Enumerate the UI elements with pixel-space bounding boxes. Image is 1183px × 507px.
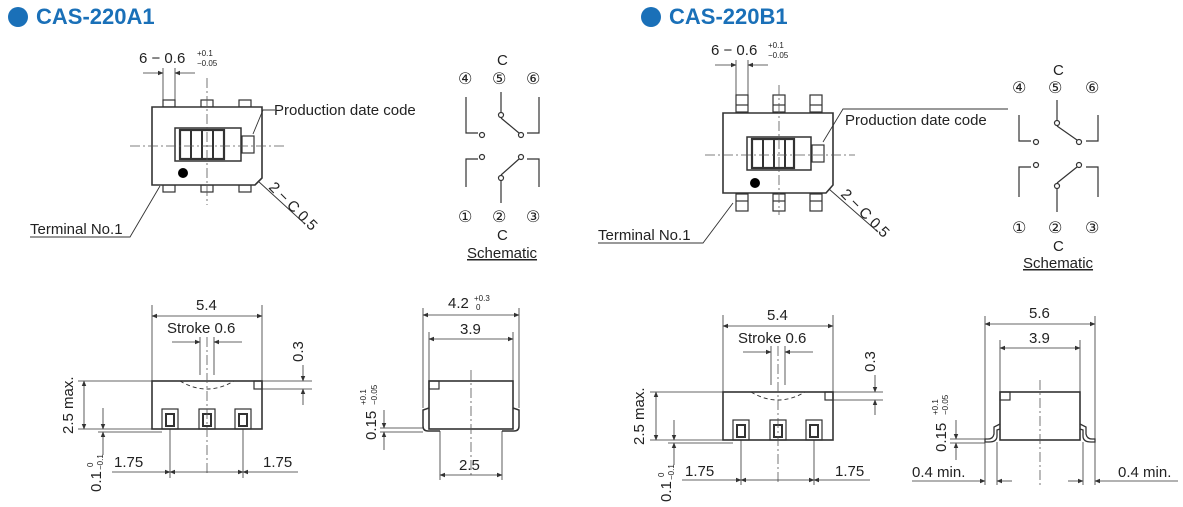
a1-pitch-sup: +0.1 (197, 49, 213, 58)
b1-pin-1: ① (1012, 220, 1026, 237)
a1-front-view (78, 305, 312, 478)
a1-stroke-dim: Stroke 0.6 (167, 320, 235, 337)
b1-common-bottom: C (1053, 238, 1064, 255)
b1-schematic-label: Schematic (1023, 255, 1094, 272)
b1-pitch-dim: 6 − 0.6 (711, 42, 757, 59)
a1-bottom-dim: 0.1 (88, 471, 105, 492)
b1-date-code-label: Production date code (845, 112, 987, 129)
a1-side-thick-sup: +0.1 (359, 389, 368, 405)
a1-pitch-left: 1.75 (114, 454, 143, 471)
a1-side-inner: 3.9 (460, 321, 481, 338)
b1-pin-5: ⑤ (1048, 80, 1062, 97)
b1-pin-4: ④ (1012, 80, 1026, 97)
b1-pitch-right: 1.75 (835, 463, 864, 480)
a1-side-sup: +0.3 (474, 294, 490, 303)
a1-height-dim: 2.5 max. (60, 376, 77, 434)
b1-bottom-sub: −0.1 (667, 464, 676, 480)
b1-pin-2: ② (1048, 220, 1062, 237)
bullet-icon (641, 7, 661, 27)
a1-side-sub: 0 (476, 303, 481, 312)
a1-schematic (465, 92, 540, 203)
b1-pitch-sub: −0.05 (768, 51, 789, 60)
a1-pitch-right: 1.75 (263, 454, 292, 471)
b1-min-left: 0.4 min. (912, 464, 965, 481)
a1-pitch-sub: −0.05 (197, 59, 218, 68)
title-cas-220b1: CAS-220B1 (641, 4, 788, 30)
a1-top-dim: 0.3 (290, 341, 307, 362)
a1-width-dim: 5.4 (196, 297, 217, 314)
title-text: CAS-220A1 (36, 4, 155, 29)
b1-side-thick-sup: +0.1 (931, 399, 940, 415)
bullet-icon (8, 7, 28, 27)
b1-front-view (650, 315, 883, 485)
b1-top-view (598, 60, 1008, 244)
b1-side-width: 5.6 (1029, 305, 1050, 322)
title-text: CAS-220B1 (669, 4, 788, 29)
b1-pitch-sup: +0.1 (768, 41, 784, 50)
b1-side-view (912, 316, 1178, 485)
a1-pin-2: ② (492, 209, 506, 226)
pin1-marker-icon (750, 178, 760, 188)
a1-pin-4: ④ (458, 71, 472, 88)
b1-side-thick-sub: −0.05 (941, 394, 950, 415)
a1-schematic-label: Schematic (467, 245, 538, 262)
b1-pitch-left: 1.75 (685, 463, 714, 480)
b1-bottom-dim: 0.1 (658, 481, 675, 502)
a1-pitch-dim: 6 − 0.6 (139, 50, 185, 67)
b1-chamfer-label: 2 − C 0.5 (837, 186, 892, 241)
a1-side-view (380, 308, 520, 480)
a1-side-foot: 2.5 (459, 457, 480, 474)
b1-pin-6: ⑥ (1085, 80, 1099, 97)
a1-bottom-sup: 0 (86, 462, 95, 467)
a1-date-code-label: Production date code (274, 102, 416, 119)
a1-side-width: 4.2 (448, 295, 469, 312)
a1-pin-5: ⑤ (492, 71, 506, 88)
a1-bottom-sub: −0.1 (96, 454, 105, 470)
b1-bottom-sup: 0 (657, 472, 666, 477)
a1-side-thick: 0.15 (363, 411, 380, 440)
b1-side-inner: 3.9 (1029, 330, 1050, 347)
a1-top-view (30, 68, 306, 238)
a1-side-thick-sub: −0.05 (370, 384, 379, 405)
a1-pin-1: ① (458, 209, 472, 226)
b1-width-dim: 5.4 (767, 307, 788, 324)
title-cas-220a1: CAS-220A1 (8, 4, 155, 30)
b1-stroke-dim: Stroke 0.6 (738, 330, 806, 347)
a1-chamfer-label: 2 − C 0.5 (265, 179, 320, 234)
b1-min-right: 0.4 min. (1118, 464, 1171, 481)
b1-top-dim: 0.3 (862, 351, 879, 372)
b1-height-dim: 2.5 max. (631, 387, 648, 445)
b1-pin-3: ③ (1085, 220, 1099, 237)
a1-pin-6: ⑥ (526, 71, 540, 88)
pin1-marker-icon (178, 168, 188, 178)
a1-pin-3: ③ (526, 209, 540, 226)
b1-common-top: C (1053, 62, 1064, 79)
b1-terminal-label: Terminal No.1 (598, 227, 691, 244)
a1-common-top: C (497, 52, 508, 69)
a1-common-bottom: C (497, 227, 508, 244)
b1-side-thick: 0.15 (933, 423, 950, 452)
a1-terminal-label: Terminal No.1 (30, 221, 123, 238)
b1-schematic (1018, 100, 1099, 212)
